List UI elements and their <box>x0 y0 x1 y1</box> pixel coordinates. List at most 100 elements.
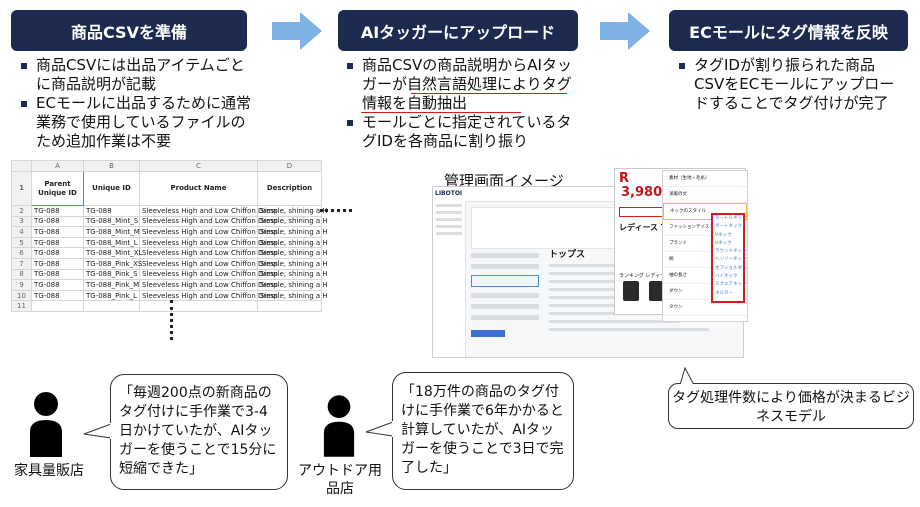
row-number: 5 <box>11 236 32 249</box>
cell: TG-088_Pink_L <box>83 289 140 302</box>
dropdown-row: 洋服の丈 <box>663 187 747 203</box>
row-number: 4 <box>11 226 32 238</box>
row-number: 3 <box>11 215 32 228</box>
person-icon <box>323 395 355 457</box>
step2-header: AIタッガーにアップロード <box>338 10 578 51</box>
cell: TG-088_Mint_L <box>83 236 140 249</box>
continuation-dots <box>170 300 173 340</box>
column-header: Product Name <box>139 171 258 206</box>
dropdown-row: ブランド <box>663 236 747 252</box>
cell: Sleeveless High and Low Chiffon Dress <box>139 279 278 291</box>
dropdown-row: 素材（生地・毛糸） <box>663 171 747 187</box>
cell: Simple, shining a H <box>257 268 328 281</box>
column-letter: D <box>257 160 322 172</box>
dropdown-row: 袖の長さ <box>663 268 747 284</box>
column-letter: B <box>83 160 140 172</box>
product-title: レディース Tシャ <box>619 223 683 232</box>
cell: Sleeveless High and Low Chiffon Dress <box>139 289 278 302</box>
product-csv-spreadsheet: A B C D 1 Parent Unique ID Unique ID Pro… <box>11 160 328 312</box>
row-number: 1 <box>11 171 32 206</box>
cell: TG-088 <box>31 215 84 228</box>
table-row: 11 <box>11 300 322 312</box>
step3-header: ECモールにタグ情報を反映 <box>669 10 908 51</box>
testimonial-bubble: 「毎週200点の新商品のタグ付けに手作業で3-4日かけていたが、AIタッガーを使… <box>110 374 288 490</box>
cell: Sleeveless High and Low Chiffon Dress <box>139 247 278 259</box>
bullet: タグIDが割り振られた商品CSVをECモールにアップロードすることでタグ付けが完… <box>678 56 902 113</box>
tag-option: ラウンドネック <box>715 249 747 255</box>
cell: TG-088 <box>31 205 84 217</box>
step1-header: 商品CSVを準備 <box>11 10 247 51</box>
testimonial-person-label: アウトドア用品店 <box>298 463 382 497</box>
highlight-underline <box>411 93 567 94</box>
continuation-dots <box>320 209 352 212</box>
row-number: 9 <box>11 279 32 291</box>
tag-option: ハイネック <box>715 274 738 280</box>
cell: Sleeveless High and Low Chiffon Dress <box>139 268 278 281</box>
column-header: Description <box>257 171 322 206</box>
cell: TG-088 <box>31 226 84 238</box>
cell <box>139 300 258 312</box>
cell: Sleeveless High and Low Chiffon Dress <box>139 257 278 270</box>
testimonial-quote: 「毎週200点の新商品のタグ付けに手作業で3-4日かけていたが、AIタッガーを使… <box>119 385 277 477</box>
row-number: 11 <box>11 300 32 312</box>
admin-screen-label: 管理画面イメージ <box>444 172 564 190</box>
bubble-tail <box>83 423 113 439</box>
cell: Simple, shining a H <box>257 215 328 228</box>
step3-bullets: タグIDが割り振られた商品CSVをECモールにアップロードすることでタグ付けが完… <box>678 56 902 113</box>
category-title: トップス <box>549 250 586 260</box>
tag-option: Uネック <box>715 240 732 246</box>
person-icon <box>30 392 62 457</box>
testimonial-quote: 「18万件の商品のタグ付けに手作業で6年かかると計算していたが、AIタッガーを使… <box>401 384 564 476</box>
tag-option: ホルター <box>715 290 733 296</box>
cell: Simple, shining a H <box>257 236 328 249</box>
cell: TG-088_Pink_S <box>83 268 140 281</box>
bullet: モールごとに指定されているタグIDを各商品に割り振り <box>346 113 582 151</box>
cell: Sleeveless High and Low Chiffon Dress <box>139 236 278 249</box>
ranking-label: ランキング レディーストップス <box>619 273 690 279</box>
cell: TG-088_Pink_M <box>83 279 140 291</box>
bullet: 商品CSVの商品説明からAIタッガーが自然言語処理によりタグ情報を自動抽出 <box>346 56 582 113</box>
tag-option: ヘンリーネック <box>715 257 747 263</box>
cell <box>83 300 140 312</box>
step1-bullets: 商品CSVには出品アイテムごとに商品説明が記載 ECモールに出品するために通常業… <box>20 56 252 151</box>
tag-option: Vネック <box>715 232 732 238</box>
arrow-right-icon <box>272 12 322 50</box>
cell: TG-088 <box>31 257 84 270</box>
cell: TG-088 <box>31 247 84 259</box>
cell: Simple, shining a H <box>257 289 328 302</box>
cell: TG-088 <box>83 205 140 217</box>
product-price: 3,980 <box>621 185 663 200</box>
cell: TG-088_Pink_XS <box>83 257 142 270</box>
cell: Simple, shining a H <box>257 279 328 291</box>
row-number: 6 <box>11 247 32 259</box>
cell <box>257 300 322 312</box>
tag-option: オフショルダー <box>715 265 747 271</box>
row-number: 8 <box>11 268 32 281</box>
arrow-right-icon <box>600 12 650 50</box>
cell: TG-088 <box>31 236 84 249</box>
testimonial-bubble: 「18万件の商品のタグ付けに手作業で6年かかると計算していたが、AIタッガーを使… <box>392 372 574 490</box>
cell: TG-088_Mint_XL <box>83 247 142 259</box>
column-header: Unique ID <box>83 171 140 206</box>
cell <box>31 300 84 312</box>
cell: TG-088 <box>31 289 84 302</box>
business-model-text: タグ処理件数により価格が決まるビジネスモデル <box>672 390 910 425</box>
dropdown-row: ネックのスタイル <box>663 203 747 220</box>
cell: Simple, shining a H <box>257 247 328 259</box>
callout-pointer <box>678 366 696 387</box>
highlight-underline <box>361 112 521 113</box>
row-number: 7 <box>11 257 32 270</box>
row-number: 10 <box>11 289 32 302</box>
tag-option: タートルネック <box>715 216 747 221</box>
cell: TG-088_Mint_M <box>83 226 140 238</box>
